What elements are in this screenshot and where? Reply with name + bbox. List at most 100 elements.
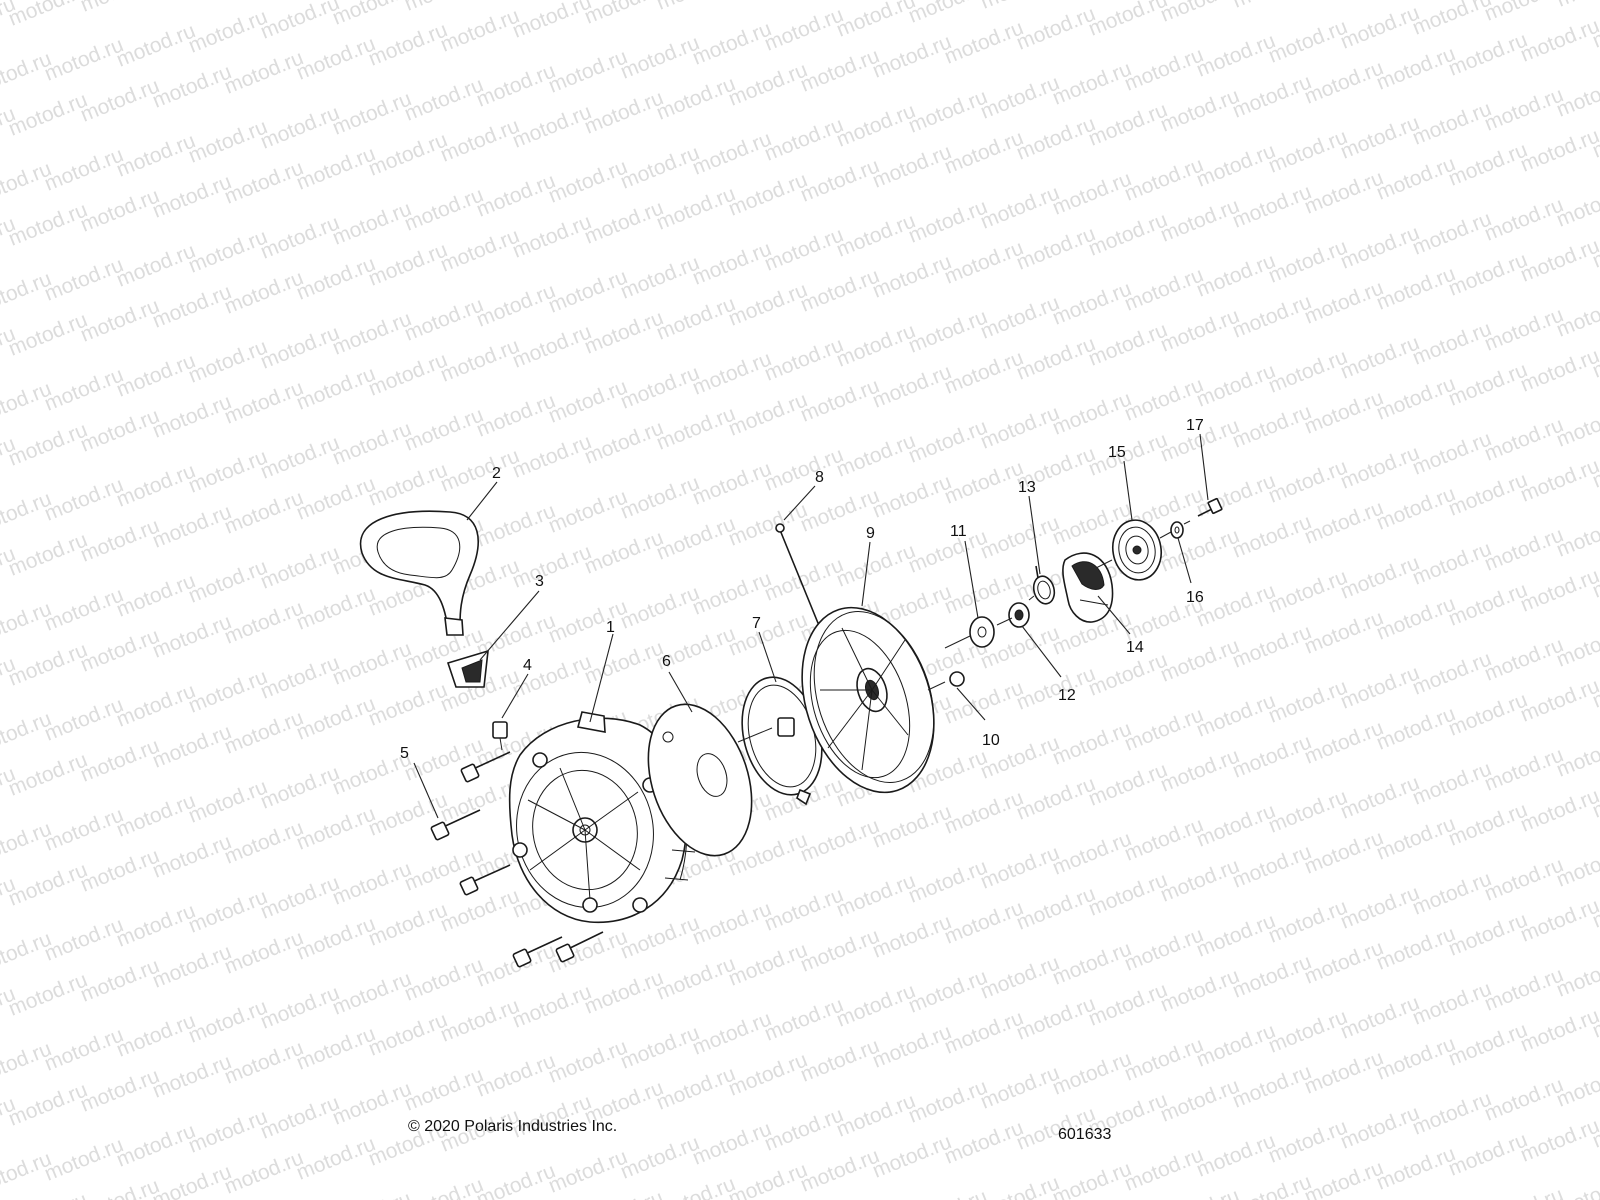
circlip[interactable] <box>949 671 965 687</box>
watermark-text: motod.ru <box>905 855 990 907</box>
watermark-text: motod.ru <box>1193 1019 1278 1071</box>
watermark-text: motod.ru <box>653 72 738 124</box>
watermark-text: motod.ru <box>1481 1073 1566 1125</box>
watermark-text: motod.ru <box>833 539 918 591</box>
watermark-text: motod.ru <box>221 486 306 538</box>
starter-housing[interactable] <box>502 711 699 924</box>
watermark-text: motod.ru <box>1193 579 1278 631</box>
watermark-text: motod.ru <box>653 182 738 234</box>
watermark-text: motod.ru <box>329 197 414 249</box>
ratchet-cover[interactable] <box>1062 552 1114 623</box>
watermark-text: motod.ru <box>329 1187 414 1200</box>
watermark-text: motod.ru <box>581 0 666 29</box>
watermark-text: motod.ru <box>1121 153 1206 205</box>
watermark-text: motod.ru <box>41 33 126 85</box>
watermark-text: motod.ru <box>1049 277 1134 329</box>
watermark-text: motod.ru <box>1013 222 1098 274</box>
watermark-text: motod.ru <box>401 73 486 125</box>
watermark-text: motod.ru <box>653 512 738 564</box>
watermark-text: motod.ru <box>185 555 270 607</box>
callout-5: 5 <box>400 745 409 762</box>
watermark-text: motod.ru <box>1265 565 1350 617</box>
washer[interactable] <box>969 616 995 648</box>
watermark-text: motod.ru <box>1013 332 1098 384</box>
watermark-text: motod.ru <box>1301 716 1386 768</box>
watermark-text: motod.ru <box>833 979 918 1031</box>
center-bolt[interactable] <box>1197 497 1223 517</box>
assembly-axis-lines <box>499 520 1191 751</box>
watermark-text: motod.ru <box>653 0 738 15</box>
watermark-text: motod.ru <box>1013 2 1098 54</box>
watermark-text: motod.ru <box>293 142 378 194</box>
callout-labels: 1 2 3 4 5 6 7 8 9 10 11 12 13 14 15 16 1… <box>400 417 1204 762</box>
watermark-text: motod.ru <box>725 278 810 330</box>
watermark-text: motod.ru <box>689 347 774 399</box>
watermark-text: motod.ru <box>257 871 342 923</box>
watermark-text: motod.ru <box>149 60 234 112</box>
watermark-text: motod.ru <box>329 857 414 909</box>
retainer-plate[interactable] <box>1108 516 1166 583</box>
watermark-text: motod.ru <box>869 910 954 962</box>
watermark-text: motod.ru <box>1337 1101 1422 1153</box>
small-washer[interactable] <box>1170 521 1184 539</box>
watermark-text: motod.ru <box>221 926 306 978</box>
callout-9: 9 <box>866 525 875 542</box>
watermark-text: motod.ru <box>797 814 882 866</box>
watermark-text: motod.ru <box>1409 317 1494 369</box>
watermark-text: motod.ru <box>1157 1184 1242 1200</box>
watermark-text: motod.ru <box>473 279 558 331</box>
watermark-text: motod.ru <box>1229 510 1314 562</box>
watermark-text: motod.ru <box>149 830 234 882</box>
watermark-text: motod.ru <box>329 0 414 30</box>
starter-rope[interactable] <box>775 523 821 629</box>
callout-2: 2 <box>492 465 501 482</box>
spring-plate[interactable] <box>730 668 834 806</box>
watermark-text: motod.ru <box>509 210 594 262</box>
watermark-text: motod.ru <box>1121 923 1206 975</box>
watermark-text: motod.ru <box>1229 400 1314 452</box>
watermark-text: motod.ru <box>545 155 630 207</box>
watermark-text: motod.ru <box>1265 675 1350 727</box>
watermark-text: motod.ru <box>689 567 774 619</box>
watermark-text: motod.ru <box>941 1116 1026 1168</box>
gasket-plate[interactable] <box>630 691 770 869</box>
bushing[interactable] <box>1008 602 1030 628</box>
rope-guide[interactable] <box>492 721 508 739</box>
watermark-text: motod.ru <box>1229 840 1314 892</box>
watermark-text: motod.ru <box>185 225 270 277</box>
watermark-text: motod.ru <box>1265 235 1350 287</box>
bolt <box>460 751 511 783</box>
watermark-text: motod.ru <box>869 1130 954 1182</box>
watermark-text: motod.ru <box>977 1171 1062 1200</box>
watermark-text: motod.ru <box>761 993 846 1045</box>
watermark-text: motod.ru <box>689 1007 774 1059</box>
watermark-text: motod.ru <box>1265 1115 1350 1167</box>
watermark-text: motod.ru <box>617 911 702 963</box>
watermark-text: motod.ru <box>1157 304 1242 356</box>
watermark-text: motod.ru <box>1013 882 1098 934</box>
watermark-text: motod.ru <box>1409 207 1494 259</box>
watermark-text: motod.ru <box>1517 564 1600 616</box>
watermark-text: motod.ru <box>1373 262 1458 314</box>
watermark-text: motod.ru <box>437 4 522 56</box>
watermark-text: motod.ru <box>869 800 954 852</box>
watermark-text: motod.ru <box>869 1020 954 1072</box>
housing-bolts[interactable] <box>430 751 604 968</box>
starter-pulley[interactable] <box>780 590 957 809</box>
watermark-text: motod.ru <box>833 429 918 481</box>
watermark-text: motod.ru <box>545 375 630 427</box>
watermark-text: motod.ru <box>797 44 882 96</box>
rope-handle[interactable] <box>359 510 479 636</box>
watermark-text: motod.ru <box>1049 167 1134 219</box>
torsion-spring[interactable] <box>1031 565 1058 606</box>
watermark-text: motod.ru <box>1193 359 1278 411</box>
watermark-text: motod.ru <box>1013 992 1098 1044</box>
watermark-text: motod.ru <box>941 896 1026 948</box>
watermark-text: motod.ru <box>365 128 450 180</box>
watermark-text: motod.ru <box>1517 14 1600 66</box>
watermark-text: motod.ru <box>365 458 450 510</box>
watermark-text: motod.ru <box>365 238 450 290</box>
rope-retainer[interactable] <box>446 649 489 688</box>
callout-14: 14 <box>1126 639 1144 656</box>
